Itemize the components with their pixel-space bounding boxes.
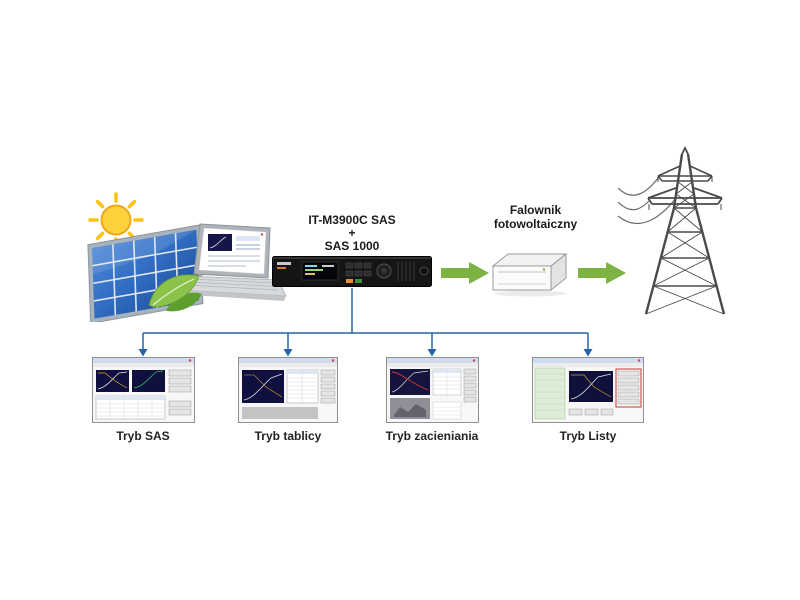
- sun-icon: [88, 192, 144, 248]
- tower-upper-arm: [657, 165, 713, 182]
- highlight-frame: [615, 368, 642, 408]
- device-logo: [277, 262, 291, 265]
- side-buttons: [320, 369, 336, 404]
- side-buttons: [168, 369, 192, 416]
- data-table: [95, 395, 166, 420]
- shading-preview: [390, 398, 430, 419]
- transmission-tower-icon: [618, 146, 726, 315]
- device-label-line2: +: [348, 226, 356, 240]
- power-lines-icon: [618, 177, 677, 224]
- mode-label-tryb-sas: Tryb SAS: [116, 429, 170, 443]
- arrow-right-icon: [441, 262, 489, 284]
- data-table: [432, 368, 462, 396]
- side-buttons: [463, 368, 477, 403]
- device-buttons: [345, 262, 372, 283]
- mode-label-tryb-tablicy: Tryb tablicy: [254, 429, 322, 443]
- mode-label-tryb-zacieniania: Tryb zacieniania: [385, 429, 479, 443]
- inverter-box-icon: [491, 252, 568, 297]
- screenshot-tryb-zacieniania: [386, 357, 479, 423]
- tower-lower-arm: [647, 187, 723, 205]
- inverter-label-line1: Falownik: [509, 203, 562, 217]
- device-label-line1: IT-M3900C SAS: [308, 213, 396, 227]
- plot-area: [96, 370, 165, 392]
- arrow-right-icon: [578, 262, 626, 284]
- plot-area: [569, 371, 613, 402]
- bottom-table: [432, 401, 462, 420]
- status-strip: [242, 407, 318, 419]
- device-power-button: [419, 266, 429, 276]
- inverter-label: Falownik fotowoltaiczny: [468, 203, 603, 231]
- device-label-line3: SAS 1000: [324, 239, 380, 253]
- data-table: [286, 369, 319, 404]
- laptop-screen-content: [208, 233, 264, 267]
- screenshot-tryb-tablicy: [238, 357, 338, 423]
- mode-label-tryb-listy: Tryb Listy: [559, 429, 617, 443]
- screenshot-tryb-listy: [532, 357, 644, 423]
- device-vents: [397, 262, 415, 281]
- screenshot-tryb-sas: [92, 357, 195, 423]
- bottom-buttons: [568, 408, 614, 416]
- plot-area: [390, 369, 430, 395]
- leaf-icon: [148, 274, 202, 312]
- list-panel: [534, 367, 566, 420]
- rack-device-icon: [272, 256, 432, 287]
- device-display: [301, 261, 339, 281]
- inverter-label-line2: fotowoltaiczny: [493, 217, 578, 231]
- device-label: IT-M3900C SAS + SAS 1000: [277, 214, 427, 253]
- plot-area: [242, 370, 284, 403]
